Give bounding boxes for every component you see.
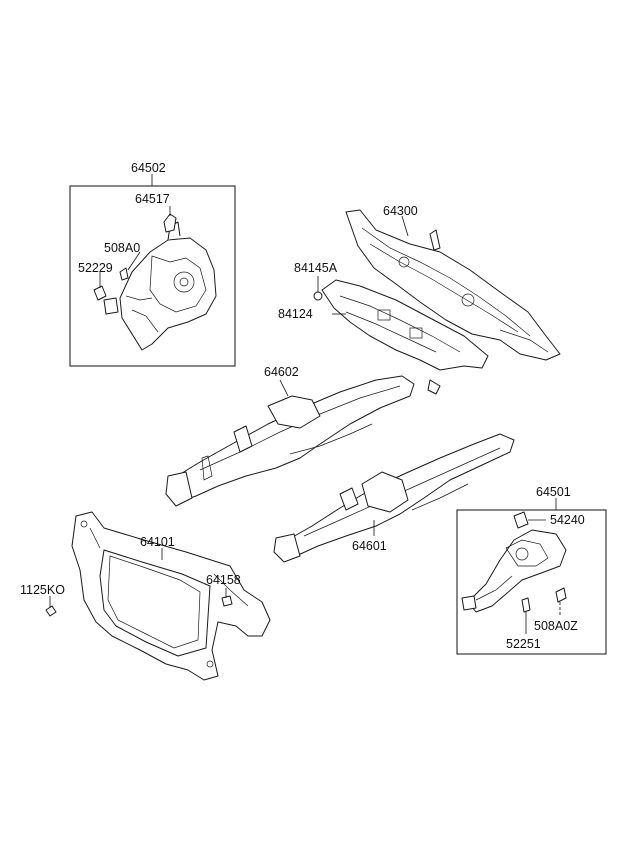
side-member-64601 — [273, 433, 515, 563]
callout-64101: 64101 — [140, 535, 175, 549]
bolt-1125KO — [45, 605, 57, 617]
callout-54240: 54240 — [550, 513, 585, 527]
callout-52251: 52251 — [506, 637, 541, 651]
nut-52229 — [93, 285, 107, 301]
assembly-box-64502 — [69, 185, 236, 367]
bracket-54240 — [513, 511, 529, 529]
side-member-64602 — [165, 375, 415, 507]
dash-lower-panel-84124 — [321, 279, 489, 395]
callout-64601: 64601 — [352, 539, 387, 553]
nut-52251 — [521, 597, 531, 613]
callout-84124: 84124 — [278, 307, 313, 321]
clip-508A0 — [119, 267, 129, 281]
clip-508A0Z — [555, 587, 567, 603]
assembly-box-64501 — [456, 509, 607, 655]
callout-64300: 64300 — [383, 204, 418, 218]
radiator-support-64101 — [71, 511, 271, 681]
callout-64501: 64501 — [536, 485, 571, 499]
wheel-house-panel-right — [461, 529, 567, 613]
callout-1125KO: 1125KO — [20, 583, 65, 597]
callout-508A0: 508A0 — [104, 241, 140, 255]
callout-64502: 64502 — [131, 161, 166, 175]
bracket-64158 — [221, 595, 233, 607]
callout-64602: 64602 — [264, 365, 299, 379]
callout-84145A: 84145A — [294, 261, 338, 275]
callout-64517: 64517 — [135, 192, 170, 206]
bracket-64517 — [163, 213, 177, 233]
grommet-84145A — [313, 291, 323, 301]
callout-508A0Z: 508A0Z — [534, 619, 578, 633]
callout-52229: 52229 — [78, 261, 113, 275]
callout-64158: 64158 — [206, 573, 241, 587]
dash-panel-64300 — [345, 209, 561, 361]
